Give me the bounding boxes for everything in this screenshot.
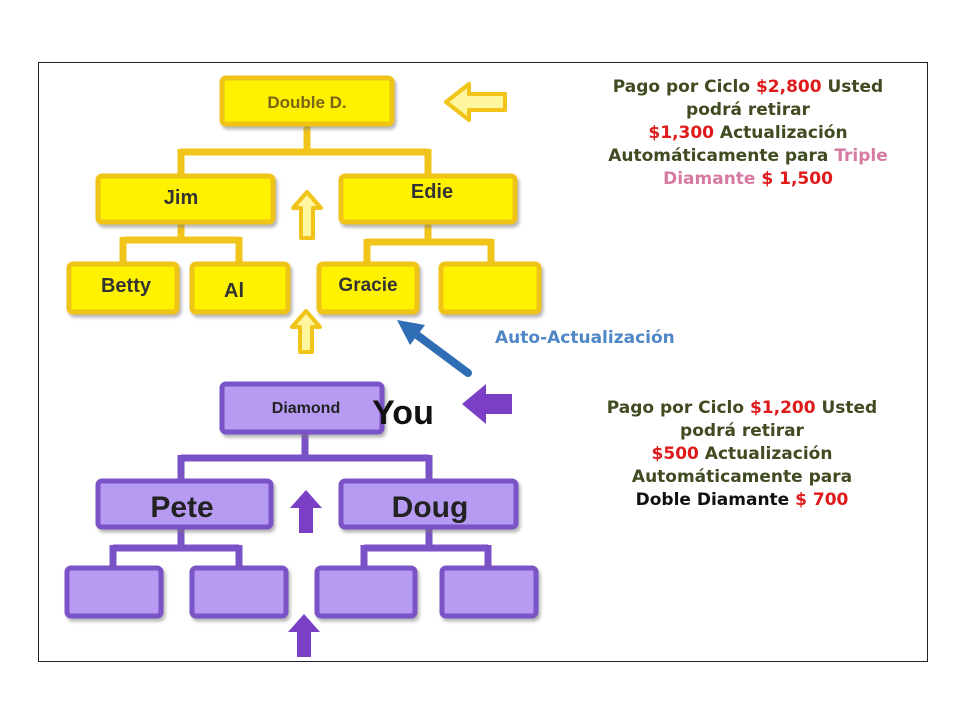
gold-box-double-d: Double D. [219,75,395,127]
gold-box-edie: Edie [338,173,518,225]
purple-box-doug: Doug [338,478,519,530]
purple-box-diamond: Diamond [219,381,385,435]
purple-box-empty-4 [439,565,539,619]
top-pay-text: Pago por Ciclo $2,800 Usted podrá retira… [583,76,913,191]
top-text-c: Usted podrá retirar [686,77,884,120]
slide-frame [38,62,928,662]
purple-left-arrow-icon [462,384,512,424]
gracie-label: Gracie [338,275,397,296]
auto-update-label: Auto-Actualización [495,328,675,348]
blue-diagonal-arrow-icon [397,320,472,377]
gold-box-gracie: Gracie [316,261,420,315]
bottom-text-amount-update: $500 [651,443,699,464]
gold-box-empty [438,261,542,315]
bottom-text-a: Pago por Ciclo [606,398,750,418]
al-label: Al [224,280,244,302]
you-label: You [372,394,434,432]
betty-label: Betty [101,275,152,297]
edie-label: Edie [411,181,453,203]
top-text-amount-withdraw: $ 1,500 [761,168,833,189]
top-text-a: Pago por Ciclo [612,77,756,97]
purple-box-empty-3 [314,565,418,619]
bottom-text-amount-withdraw: $ 700 [795,489,849,510]
gold-box-jim: Jim [95,173,276,225]
gold-box-betty: Betty [66,261,180,315]
gold-left-arrow-icon [444,82,507,122]
top-text-amount-cycle: $2,800 [755,77,822,97]
top-text-e: Actualización Automáticamente para [608,122,848,166]
bottom-pay-text: Pago por Ciclo $1,200 Usted podrá retira… [592,397,892,512]
gold-up-arrow-icon [291,190,323,240]
gold-up-arrow-icon [290,309,322,354]
bottom-text-e: Actualización Automáticamente para [631,443,853,487]
purple-box-empty-1 [64,565,164,619]
gold-box-al: Al [189,261,291,315]
jim-label: Jim [164,187,198,209]
top-text-level: Triple Diamante [663,145,888,189]
purple-up-arrow-icon [290,490,322,533]
diamond-label: Diamond [272,400,340,417]
top-text-amount-update: $1,300 [648,122,715,143]
doug-label: Doug [392,491,469,524]
double-d-label: Double D. [267,93,346,112]
purple-box-pete: Pete [95,478,274,530]
purple-box-empty-2 [189,565,289,619]
bottom-text-c: Usted podrá retirar [680,398,878,441]
pete-label: Pete [150,491,213,524]
bottom-text-amount-cycle: $1,200 [749,398,816,418]
bottom-text-level: Doble Diamante [635,489,790,510]
purple-up-arrow-icon [288,614,320,657]
